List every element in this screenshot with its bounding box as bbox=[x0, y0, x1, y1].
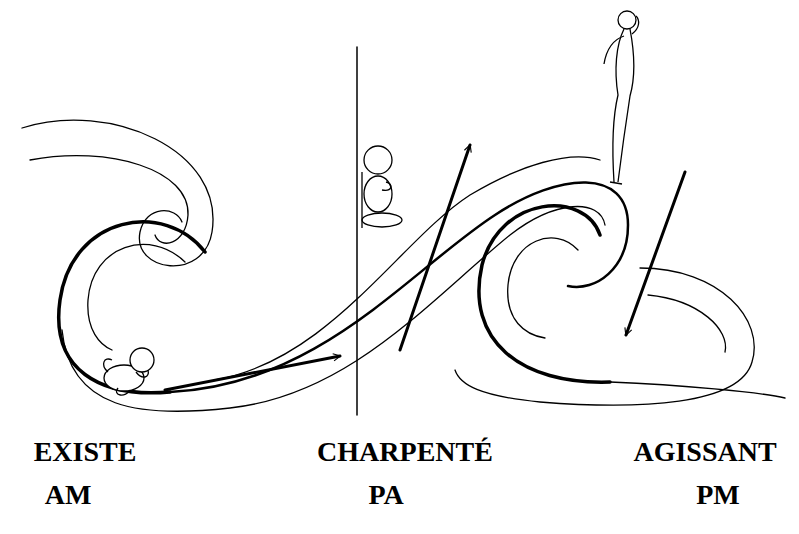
wave-line bbox=[59, 222, 205, 393]
stage-label: CHARPENTÉ bbox=[317, 438, 493, 466]
wave-line bbox=[455, 268, 754, 405]
wave-line bbox=[170, 182, 628, 392]
wave-line bbox=[508, 238, 578, 338]
stage-label: AM bbox=[45, 481, 92, 509]
arrow bbox=[165, 356, 340, 390]
stage-label: PA bbox=[368, 481, 403, 509]
divider-line bbox=[356, 47, 358, 415]
wave-line bbox=[648, 295, 726, 352]
stage-label: AGISSANT bbox=[633, 438, 776, 466]
fetus-figure bbox=[104, 348, 154, 395]
wave-line bbox=[610, 382, 785, 398]
standing-woman-figure bbox=[604, 11, 639, 184]
wave-line bbox=[62, 207, 605, 412]
seated-baby-figure bbox=[362, 146, 402, 228]
arrow bbox=[626, 172, 685, 335]
wave-line bbox=[479, 206, 610, 382]
stage-label: EXISTE bbox=[34, 438, 137, 466]
wave-line bbox=[88, 244, 185, 350]
stage-label: PM bbox=[696, 481, 740, 509]
arrow bbox=[400, 145, 470, 350]
wave-line bbox=[22, 120, 213, 266]
wave-line bbox=[215, 157, 600, 380]
